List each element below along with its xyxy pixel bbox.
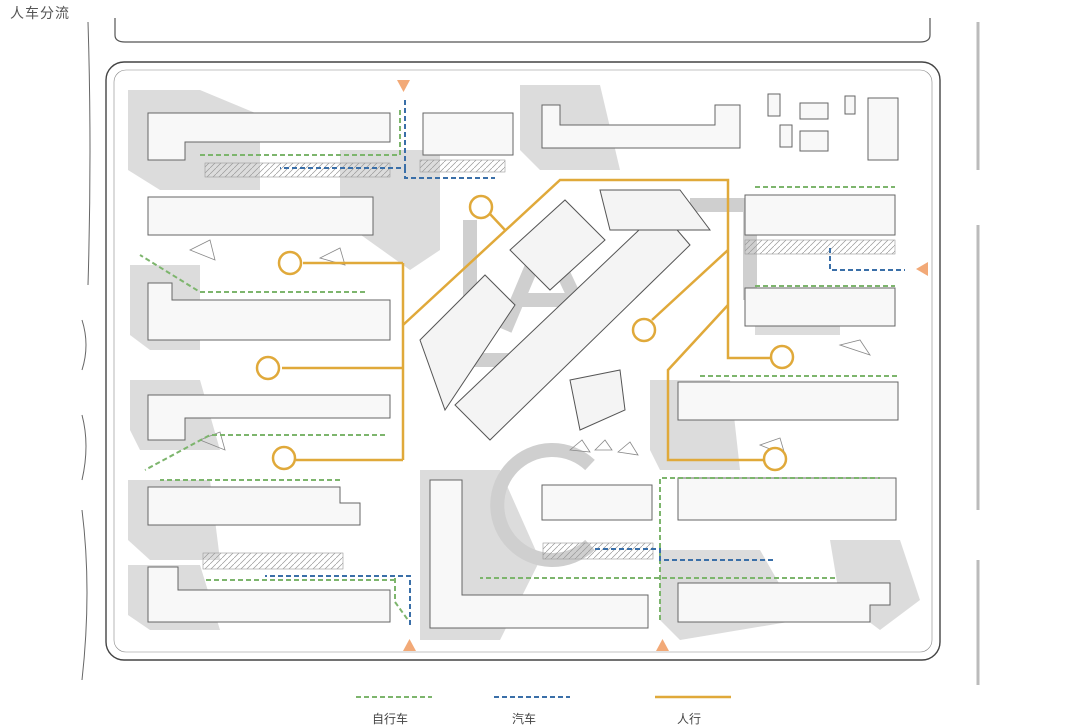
- pedestrian-node: [468, 194, 494, 220]
- bicycle-route-path: [394, 578, 409, 621]
- building-w-3: [147, 486, 361, 526]
- building-e-2: [744, 287, 896, 327]
- entrance-markers: [397, 80, 928, 651]
- pedestrian-node: [631, 317, 657, 343]
- north-road-edge: [114, 18, 931, 43]
- pedestrian-nodes: [255, 194, 795, 472]
- car-route-path: [404, 168, 495, 179]
- pedestrian-node: [255, 355, 281, 381]
- bicycle-route-path: [659, 477, 880, 620]
- building-w-2: [147, 394, 391, 441]
- bicycle-route-path: [139, 254, 365, 293]
- car-routes: [265, 100, 905, 625]
- pedestrian-routes: [282, 178, 782, 462]
- building-e-3: [677, 381, 899, 421]
- bicycle-routes: [139, 110, 900, 621]
- building-nw-2: [147, 196, 374, 236]
- pedestrian-route-main: [402, 178, 782, 360]
- building-e-1: [744, 194, 896, 236]
- building-nw-1: [147, 112, 391, 161]
- bicycle-route-path: [200, 110, 401, 156]
- building-ne-small-5: [799, 130, 829, 152]
- residential-buildings: [147, 93, 899, 629]
- entrance-marker-south-2: [656, 639, 669, 651]
- parking-strips: [202, 159, 896, 570]
- building-sw-1: [147, 566, 391, 623]
- building-w-1: [147, 282, 391, 341]
- building-se-1: [677, 582, 891, 623]
- car-route-path: [829, 248, 905, 271]
- building-s-center: [541, 484, 653, 521]
- legend-label-car: 汽车: [512, 712, 537, 726]
- pedestrian-node: [277, 250, 303, 276]
- central-complex: [419, 189, 711, 441]
- building-ne-small-1: [767, 93, 781, 117]
- entrance-marker-north: [397, 80, 410, 92]
- entrance-marker-south-1: [403, 639, 416, 651]
- building-s-l: [429, 479, 649, 629]
- pedestrian-route-path: [651, 249, 729, 321]
- pedestrian-node: [271, 445, 297, 471]
- building-n-center: [422, 112, 514, 156]
- car-route-path: [595, 548, 775, 561]
- building-e-4: [677, 477, 897, 521]
- site-inner-boundary: [113, 69, 933, 653]
- pedestrian-route-path: [666, 304, 763, 462]
- building-ne-small-3: [844, 95, 856, 115]
- building-ne-small-4: [867, 97, 899, 161]
- pedestrian-node: [762, 446, 788, 472]
- pedestrian-route-path: [489, 213, 506, 231]
- building-ne-1: [541, 104, 741, 149]
- pedestrian-node: [769, 344, 795, 370]
- legend-label-pedestrian: 人行: [677, 712, 702, 726]
- building-ne-small-6: [779, 124, 793, 148]
- car-route-path: [265, 575, 411, 625]
- west-boundary-lines: [81, 21, 91, 681]
- building-ne-small-2: [799, 102, 829, 120]
- entrance-marker-east: [916, 262, 928, 276]
- diagram-title: 人车分流: [10, 5, 70, 21]
- legend-label-bicycle: 自行车: [372, 712, 409, 726]
- landscape-shapes: [189, 239, 871, 456]
- bicycle-route-path: [144, 434, 385, 471]
